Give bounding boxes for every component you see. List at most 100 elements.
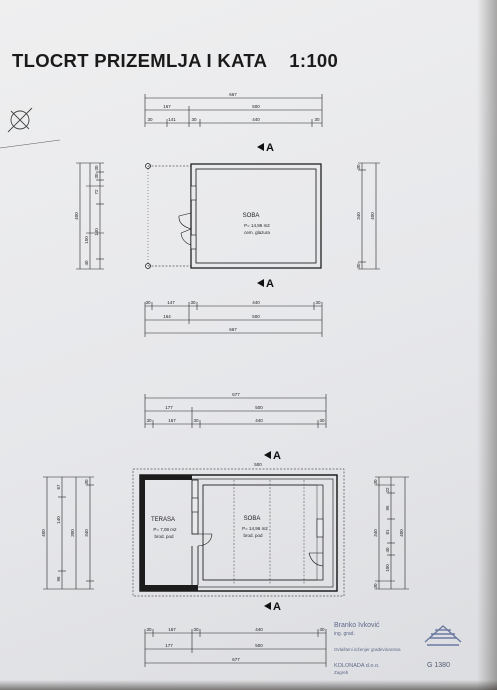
dim-text: 164 [163,314,171,319]
dim-text: 500 [254,462,262,467]
dim-text: 67 [56,484,61,490]
dim-text: 30 [147,117,153,122]
dim-text: 30 [356,164,361,170]
dim-text: 140 [56,516,61,524]
dim-text: 500 [255,405,263,410]
plan2-right-dimensions [375,476,409,590]
terrace-name: TERASA [151,517,175,523]
dim-text: 667 [229,92,237,97]
dim-text: 340 [84,529,89,537]
dim-text: 400 [41,529,46,537]
terrace-area: P= 7,08 m2 [153,527,177,532]
dim-text: 167 [163,104,171,109]
svg-text:A: A [273,601,281,613]
dim-text: 30 [319,418,325,423]
dim-text: 30 [315,300,321,305]
dim-text: 140 [94,228,99,236]
dim-text: 30 [191,117,197,122]
room-area: P= 14,96 m2 [242,526,268,531]
stamp-title: ing. grad. [334,631,355,637]
dim-text: 500 [252,104,260,109]
plan2-top-dimensions [144,394,327,428]
dim-text: 30 [146,627,152,632]
stamp-firm: KOLONADA d.o.o. [334,663,380,669]
scale-label: 1:100 [289,50,339,71]
dim-text: 30 [190,300,196,305]
dim-text: 30 [145,300,151,305]
section-marker-top: A [264,450,281,462]
dim-text: 30 [94,173,99,179]
dim-text: 30 [356,263,361,269]
room-name: SOBA [244,516,261,522]
dim-text: 167 [168,418,176,423]
dim-text: 30 [84,479,89,485]
dim-text: 340 [356,212,361,220]
page-shadow [477,0,497,690]
dim-text: 30 [94,165,99,171]
dim-text: 500 [252,314,260,319]
dim-text: 22 [385,487,390,493]
dim-text: 440 [255,418,263,423]
dim-text: 167 [168,627,176,632]
page-bottom-edge [0,680,497,690]
dim-text: 95 [385,505,390,511]
stamp-city: Zagreb [334,670,349,675]
dim-text: 81 [385,529,390,535]
svg-text:A: A [266,142,274,154]
dim-text: 340 [373,529,378,537]
dim-text: 141 [168,117,176,122]
plan1-right-dimensions [358,162,380,270]
dim-text: 400 [74,212,79,220]
dim-text: 667 [229,327,237,332]
dim-text: 440 [255,627,263,632]
dim-text: 30 [146,418,152,423]
dim-text: 40 [84,260,89,266]
plan1-bottom-dimensions [144,302,323,337]
dim-text: 100 [385,564,390,572]
dim-text: 677 [232,657,240,662]
dim-text: 400 [370,212,375,220]
plan2-bottom-dimensions [144,629,327,667]
plan2-left-dimensions [43,476,94,590]
dim-text: 440 [252,300,260,305]
stamp-code: G 1380 [427,662,450,669]
stamp-name: Branko Ivković [334,622,380,629]
stamp-authorization: Ovlašteni inženjer građevinarstva [334,647,401,652]
dim-text: 150 [84,236,89,244]
dim-text: 30 [314,117,320,122]
dim-text: 300 [70,529,75,537]
north-symbol-icon [7,107,33,133]
dim-text: 440 [252,117,260,122]
plan1-walls [145,163,322,269]
dim-text: 30 [193,418,199,423]
dim-text: 500 [255,643,263,648]
dim-text: 677 [232,392,240,397]
dim-text: 177 [165,405,173,410]
dim-text: 30 [373,479,378,485]
dim-text: 30 [373,583,378,589]
room-floor: cem. glazura [244,230,270,235]
dim-text: 147 [167,300,175,305]
stamp-logo-icon [424,625,462,646]
plan1-left-dimensions [76,162,104,270]
plan2-walls [132,468,345,597]
section-marker-top: A [257,142,274,154]
dim-text: 400 [399,529,404,537]
room-name: SOBA [243,213,260,219]
room-floor: brod. pod [243,533,263,538]
dim-text: 30 [319,627,325,632]
section-marker-bottom: A [264,601,281,613]
dim-text: 40 [385,547,390,553]
terrace-floor: brod. pod [154,534,174,539]
plan1-top-dimensions [144,94,323,127]
dim-text: 30 [193,627,199,632]
room-area: P= 14,96 m2 [244,223,270,228]
engineer-stamp: Branko Ivković ing. grad. Ovlašteni inže… [331,620,491,678]
dim-text: 96 [56,576,61,582]
dim-text: 177 [165,643,173,648]
svg-text:A: A [273,450,281,462]
svg-text:A: A [266,278,274,290]
